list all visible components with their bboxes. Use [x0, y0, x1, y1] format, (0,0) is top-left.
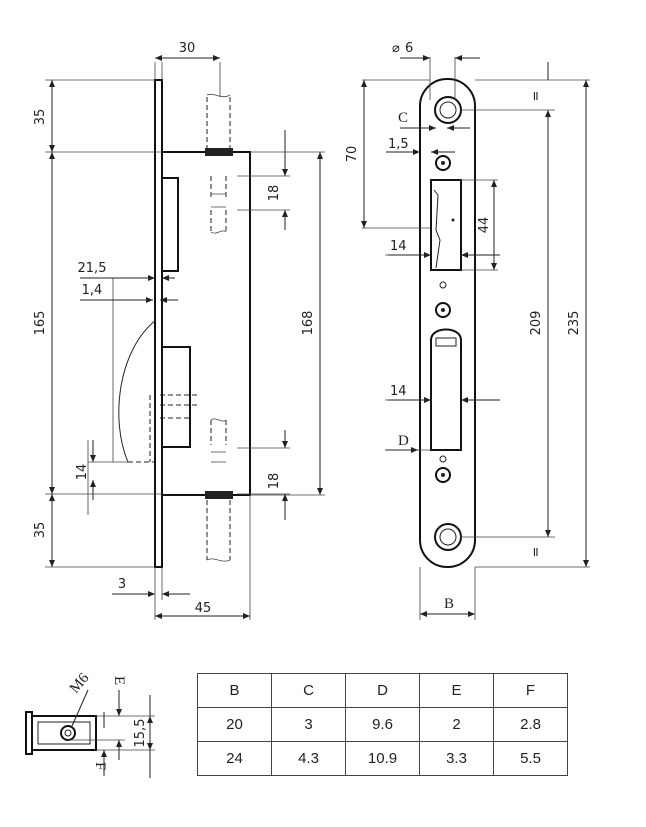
table-cell: 24	[197, 741, 272, 776]
extension-lines-horizontal	[154, 62, 251, 620]
label-d: D	[398, 433, 409, 449]
dim-21-5: 21,5	[78, 261, 107, 276]
handle-arc	[118, 319, 157, 463]
dim-35-bottom: 35	[33, 522, 48, 539]
pin-hole	[439, 281, 447, 289]
dim-18-bottom: 18	[267, 473, 282, 490]
dim-168: 168	[301, 311, 316, 336]
screw-hole-1	[435, 155, 451, 171]
top-fixing-hole	[434, 96, 462, 124]
table-header-row: B C D E F	[197, 673, 568, 708]
dim-1-4: 1,4	[82, 283, 103, 298]
detail-view: M6 E F 15,5	[25, 670, 155, 778]
equal-mark-top: =	[529, 91, 544, 102]
table-cell: 3	[271, 707, 346, 742]
bolt-window	[162, 346, 191, 448]
bottom-fixing-hole	[434, 523, 462, 551]
dim-15-5: 15,5	[133, 719, 148, 748]
hidden-lines	[128, 394, 200, 463]
header-b: B	[197, 673, 272, 708]
diameter-symbol: ⌀	[392, 41, 400, 56]
hidden-screw-lower	[206, 420, 231, 560]
dim-30: 30	[179, 41, 196, 56]
label-b: B	[444, 596, 454, 612]
label-c: C	[398, 110, 408, 126]
header-f: F	[493, 673, 568, 708]
dim-165: 165	[33, 311, 48, 336]
table-row: 24 4.3 10.9 3.3 5.5	[197, 741, 568, 776]
header-e: E	[419, 673, 494, 708]
dim-14-left: 14	[75, 464, 90, 481]
table-cell: 20	[197, 707, 272, 742]
dim-diameter-6: 6	[405, 41, 413, 56]
spec-table: B C D E F 20 3 9.6 2 2.8 24 4.3 10.9 3.3…	[197, 673, 568, 776]
dim-44: 44	[477, 217, 492, 234]
dim-209: 209	[529, 311, 544, 336]
screw-head-upper	[205, 148, 233, 156]
table-cell: 2.8	[493, 707, 568, 742]
bolt-slot	[430, 328, 462, 451]
table-cell: 5.5	[493, 741, 568, 776]
table-row: 20 3 9.6 2 2.8	[197, 707, 568, 742]
dim-70: 70	[345, 146, 360, 163]
dim-3: 3	[118, 577, 126, 592]
hidden-screw-upper	[206, 97, 231, 232]
equal-mark-bottom: =	[529, 547, 544, 558]
dim-18-top: 18	[267, 185, 282, 202]
lock-body	[161, 151, 251, 496]
table-cell: 10.9	[345, 741, 420, 776]
header-d: D	[345, 673, 420, 708]
table-cell: 9.6	[345, 707, 420, 742]
dim-45: 45	[195, 601, 212, 616]
table-cell: 4.3	[271, 741, 346, 776]
dim-14-upper: 14	[390, 239, 407, 254]
table-cell: 2	[419, 707, 494, 742]
label-f: F	[92, 762, 108, 770]
dim-235: 235	[567, 311, 582, 336]
header-c: C	[271, 673, 346, 708]
pin-hole-2	[439, 455, 447, 463]
screw-hole-2	[435, 302, 451, 318]
screw-hole-3	[435, 467, 451, 483]
front-view: ⌀ 6 C 1,5 70 44 14 14 D 209 = = 235	[345, 41, 590, 620]
table-cell: 3.3	[419, 741, 494, 776]
screw-head-lower	[205, 491, 233, 499]
dim-35-top: 35	[33, 109, 48, 126]
detail-body	[31, 715, 97, 751]
side-view: 30 35 165 35 21,5 1,4 14 3 45 18	[33, 41, 325, 620]
extension-lines-vertical	[45, 79, 325, 568]
latch-window	[162, 177, 179, 272]
screw-break-upper	[206, 93, 231, 234]
thread-hole	[60, 725, 76, 741]
latch-bevel	[433, 189, 441, 269]
dim-14-lower: 14	[390, 384, 407, 399]
label-e: E	[111, 676, 127, 685]
latch-slot	[430, 179, 462, 271]
thread-label: M6	[67, 670, 93, 697]
dim-1-5: 1,5	[388, 137, 409, 152]
screw-break-lower	[206, 418, 231, 562]
front-faceplate	[419, 78, 476, 568]
